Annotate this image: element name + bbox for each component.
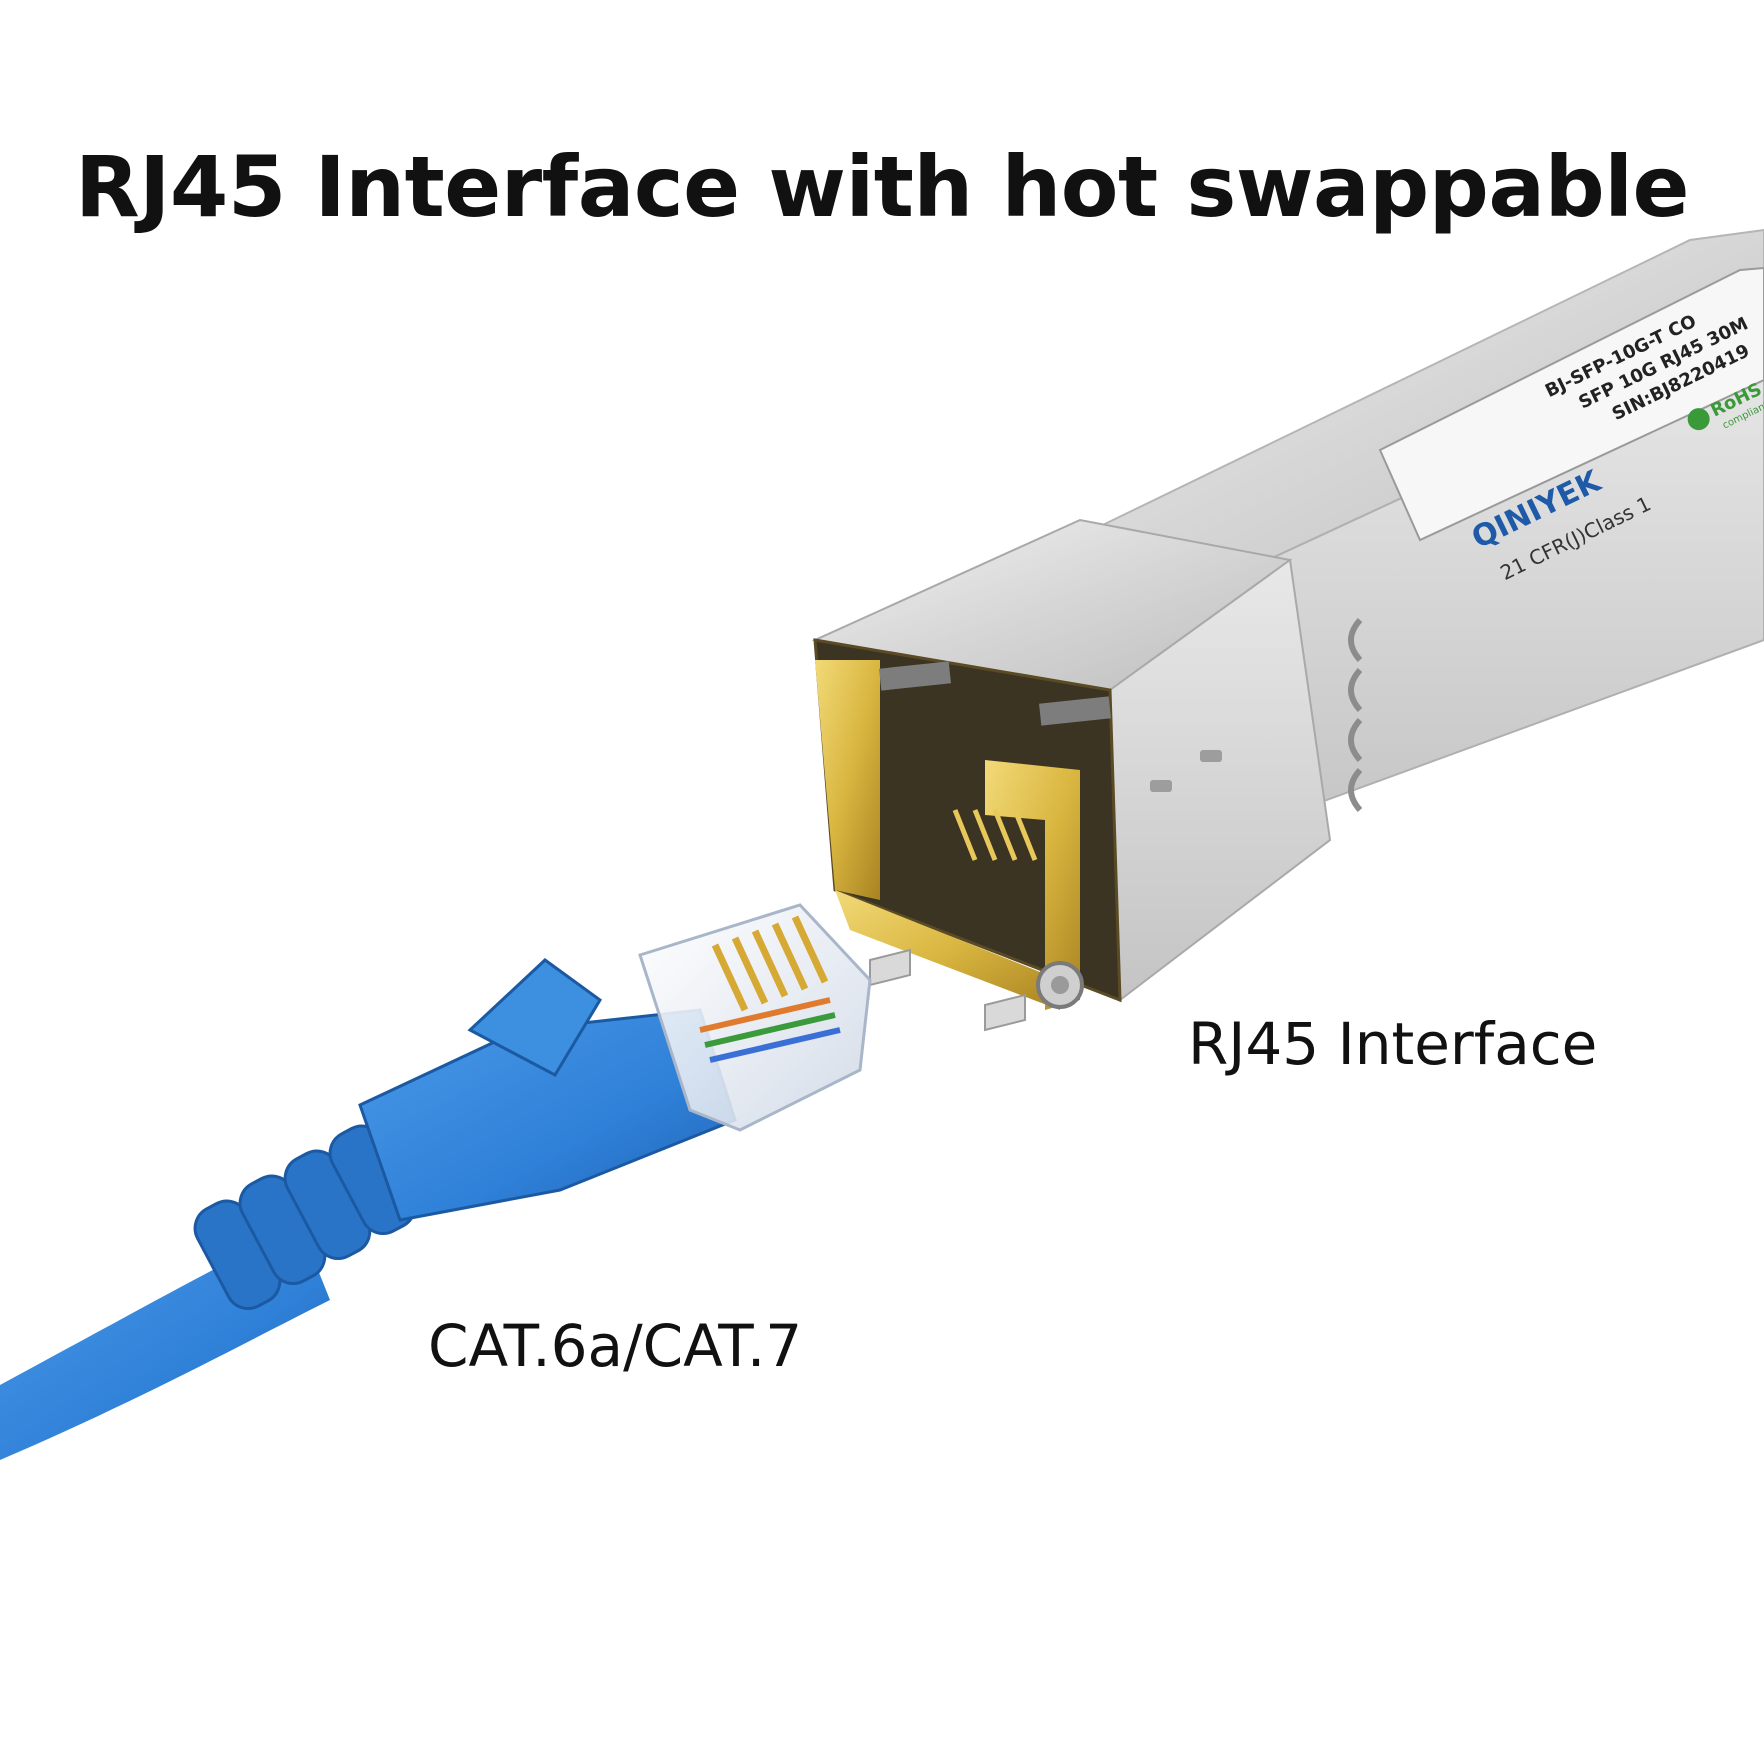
- gold-port-frame: [985, 760, 1080, 1010]
- module-label-plate: [1378, 266, 1764, 542]
- ethernet-cable: [0, 903, 872, 1460]
- strain-relief: [193, 1124, 417, 1310]
- cage-slot: [879, 661, 951, 691]
- plug-pins: [711, 915, 829, 1012]
- cage-vent: [1150, 780, 1172, 792]
- headline: RJ45 Interface with hot swappable: [74, 138, 1690, 236]
- rohs-leaf-icon: [1687, 408, 1710, 431]
- rj45-cage: [811, 518, 1332, 1032]
- cage-tab: [984, 993, 1026, 1032]
- plug-latch-tab: [467, 958, 602, 1077]
- port-contacts: [952, 809, 1038, 861]
- plug-wires: [699, 997, 841, 1063]
- cable-type-callout: CAT.6a/CAT.7: [428, 1312, 803, 1380]
- cage-slot: [1039, 696, 1111, 726]
- latch-ridges: [1348, 617, 1363, 813]
- rj45-interface-callout: RJ45 Interface: [1188, 1010, 1598, 1078]
- cage-vent: [1200, 750, 1222, 762]
- cage-tab: [869, 948, 911, 987]
- gold-port-frame: [815, 660, 880, 900]
- gold-port-frame: [835, 890, 1060, 1010]
